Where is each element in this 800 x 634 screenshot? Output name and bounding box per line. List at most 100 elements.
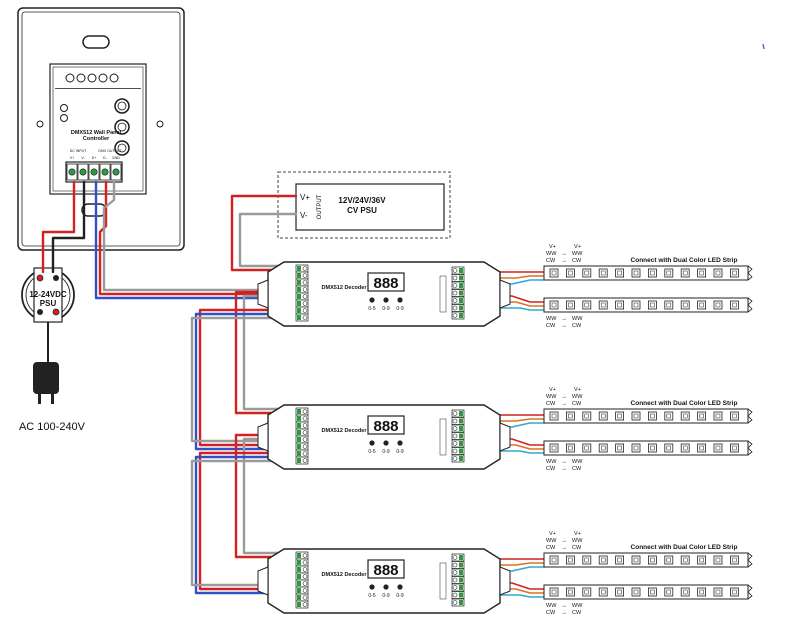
terminal-screw — [68, 168, 76, 176]
terminal-pin-label: V+ — [70, 156, 74, 160]
led-chip — [730, 411, 739, 421]
led-chip — [566, 443, 575, 453]
led-chip — [730, 587, 739, 597]
terminal-screw — [90, 168, 98, 176]
decoder-label: DMX512 Decoder — [322, 428, 368, 434]
led-chip — [664, 587, 674, 597]
terminal-pin-label: D+ — [92, 156, 97, 160]
input-terminal-block — [295, 264, 309, 322]
strip-channel-label: WW — [546, 251, 557, 257]
strip-arrow: → — [561, 610, 567, 616]
led-chip — [664, 300, 674, 310]
knob-1 — [114, 98, 130, 114]
led-chip — [598, 411, 608, 421]
led-chip — [697, 268, 706, 278]
led-chip — [730, 268, 739, 278]
psu-label-line2: PSU — [40, 299, 57, 308]
input-terminal-block — [295, 551, 309, 609]
led-chip — [713, 587, 723, 597]
led-strip — [543, 440, 753, 456]
strip-arrow: → — [561, 545, 567, 551]
led-chip — [680, 555, 690, 565]
terminal-pin-labels: V+V-D+D-GND — [70, 156, 121, 160]
led-chip — [648, 268, 657, 278]
output-terminal-block — [451, 266, 465, 320]
strip-channel-label: CW — [572, 258, 582, 264]
psu-terminal-black — [53, 275, 59, 281]
strip-channel-label: WW — [546, 603, 557, 609]
led-chip — [697, 587, 706, 597]
wire — [41, 180, 76, 274]
led-chip — [615, 587, 624, 597]
led-chip — [582, 443, 592, 453]
led-chip — [566, 268, 575, 278]
led-chip — [730, 443, 739, 453]
terminal-pin-label: V- — [81, 156, 85, 160]
led-chip — [631, 443, 641, 453]
led-chip — [680, 300, 690, 310]
strip-arrow: → — [561, 401, 567, 407]
strip-channel-label: WW — [546, 316, 557, 322]
led-chip — [631, 555, 641, 565]
strip-arrow: → — [561, 323, 567, 329]
decoder-display-digits: 888 — [373, 562, 398, 579]
decoder-display — [367, 559, 405, 579]
strip-arrow: → — [561, 394, 567, 400]
wire — [102, 180, 302, 292]
strip-arrow: → — [561, 466, 567, 472]
terminal-screw — [112, 168, 120, 176]
led-chip — [680, 587, 690, 597]
led-chip — [697, 411, 706, 421]
led-chip — [648, 555, 657, 565]
wire — [190, 459, 302, 587]
led-chip — [664, 555, 674, 565]
wire — [51, 180, 86, 274]
strip-channel-label: CW — [546, 323, 556, 329]
led-chip — [713, 300, 723, 310]
decoder-button — [369, 297, 375, 303]
strip-channel-label: CW — [546, 258, 556, 264]
knob-3 — [114, 140, 130, 156]
led-chip — [631, 411, 641, 421]
led-strip — [543, 297, 753, 313]
led-chip — [549, 300, 559, 310]
strip-vplus-label: V+ — [549, 387, 556, 393]
terminal-pin-label: D- — [103, 156, 108, 160]
led-chip — [664, 268, 674, 278]
cv-psu-vplus: V+ — [300, 193, 310, 202]
led-chip — [648, 443, 657, 453]
wire — [194, 455, 302, 595]
led-chip — [713, 411, 723, 421]
cv-psu-vminus: V- — [300, 211, 308, 220]
cv-psu-output: OUTPUT — [317, 194, 323, 219]
led-chip — [713, 443, 723, 453]
led-chip — [680, 443, 690, 453]
strip-channel-label: CW — [546, 545, 556, 551]
cv-psu-name: CV PSU — [347, 206, 377, 215]
psu-label-line1: 12-24VDC — [29, 290, 67, 299]
led-chip — [598, 443, 608, 453]
terminal-label-dmx: DMX OUTPUT — [98, 149, 122, 153]
strip-channel-label: CW — [572, 545, 582, 551]
ac-plug-icon — [33, 362, 59, 404]
led-chip — [713, 555, 723, 565]
led-chip — [631, 587, 641, 597]
led-chip — [615, 268, 624, 278]
decoder-button — [383, 297, 389, 303]
panel-top-slot — [82, 35, 110, 49]
led-chip — [713, 268, 723, 278]
input-terminal-block — [295, 407, 309, 465]
led-chip — [598, 587, 608, 597]
wire — [98, 180, 302, 296]
strip-channel-label: CW — [572, 323, 582, 329]
terminal-screw — [101, 168, 109, 176]
strip-arrow: → — [561, 538, 567, 544]
small-psu: 12-24VDC PSU — [21, 267, 75, 323]
wire — [94, 180, 302, 300]
led-chip — [680, 411, 690, 421]
strip-channel-label: WW — [572, 394, 583, 400]
